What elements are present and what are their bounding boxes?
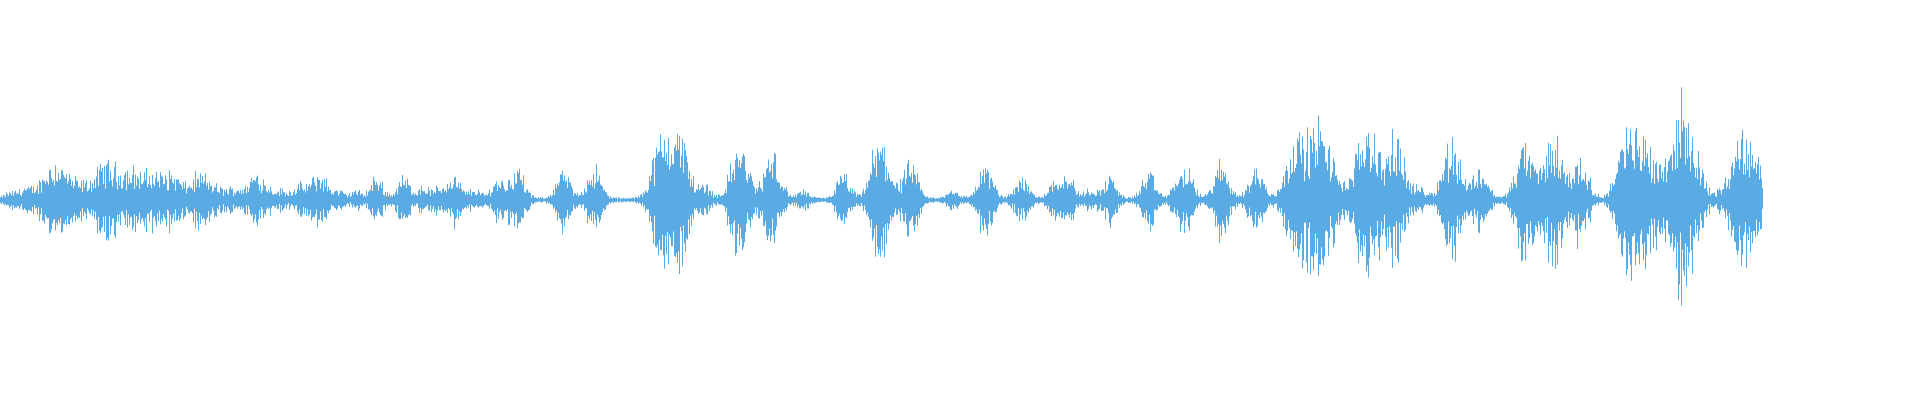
waveform-trace (0, 87, 1763, 306)
waveform-samples (0, 87, 1763, 306)
